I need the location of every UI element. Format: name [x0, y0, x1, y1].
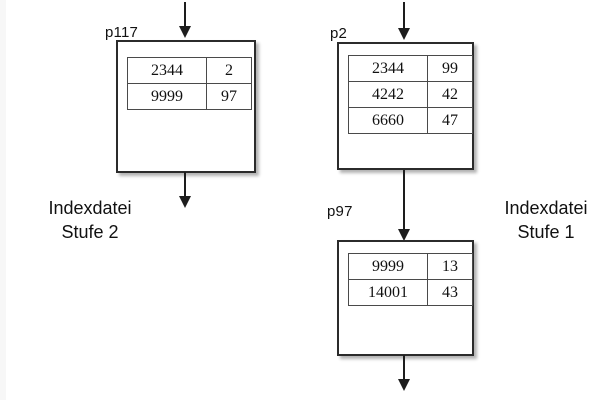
entry-table-p117: 2344 2 9999 97: [127, 57, 252, 110]
arrow-into-p2: [398, 2, 410, 40]
entry-key: 2344: [127, 57, 207, 84]
table-row: 6660 47: [348, 107, 473, 134]
caption-left-line2: Stufe 2: [61, 222, 119, 243]
caption-right-line2: Stufe 1: [517, 222, 575, 243]
table-row: 9999 97: [127, 83, 252, 110]
entry-table-p2: 2344 99 4242 42 6660 47: [348, 55, 473, 134]
entry-pointer: 97: [206, 83, 252, 110]
entry-key: 4242: [348, 81, 428, 108]
table-row: 4242 42: [348, 81, 473, 108]
arrow-into-p117: [179, 2, 191, 38]
table-row: 2344 2: [127, 57, 252, 84]
entry-key: 9999: [127, 83, 207, 110]
entry-pointer: 99: [427, 55, 473, 82]
entry-key: 2344: [348, 55, 428, 82]
left-edge-strip: [0, 0, 6, 400]
caption-left-line1: Indexdatei: [48, 198, 132, 218]
arrow-out-of-p97: [398, 355, 410, 391]
arrow-out-of-p117: [179, 172, 191, 208]
entry-table-p97: 9999 13 14001 43: [348, 253, 473, 306]
entry-pointer: 13: [427, 253, 473, 280]
entry-key: 9999: [348, 253, 428, 280]
table-row: 14001 43: [348, 279, 473, 306]
box-label-p97: p97: [327, 203, 353, 220]
caption-right: Indexdatei Stufe 1: [488, 196, 604, 245]
box-label-p117: p117: [105, 24, 139, 41]
table-row: 2344 99: [348, 55, 473, 82]
arrow-p2-to-p97: [398, 170, 410, 241]
caption-right-line1: Indexdatei: [504, 198, 588, 218]
entry-pointer: 2: [206, 57, 252, 84]
caption-left: Indexdatei Stufe 2: [20, 196, 160, 245]
entry-key: 6660: [348, 107, 428, 134]
entry-key: 14001: [348, 279, 428, 306]
table-row: 9999 13: [348, 253, 473, 280]
entry-pointer: 43: [427, 279, 473, 306]
box-label-p2: p2: [330, 25, 348, 42]
entry-pointer: 42: [427, 81, 473, 108]
entry-pointer: 47: [427, 107, 473, 134]
